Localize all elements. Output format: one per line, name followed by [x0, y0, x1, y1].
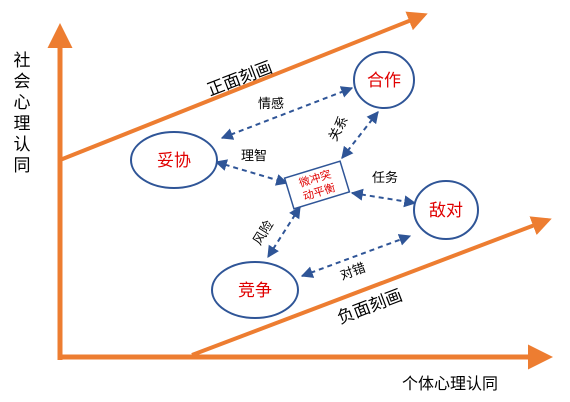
edge-label-qinggan: 情感 — [258, 96, 284, 112]
lower-band-arrow — [191, 216, 552, 357]
upper-band-label: 正面刻画 — [205, 58, 276, 101]
edge-duicuo — [300, 234, 412, 278]
edge-fengxian — [267, 205, 301, 259]
y-axis-label-char: 认 — [14, 135, 31, 155]
node-didui-label: 敌对 — [429, 201, 463, 221]
edge-label-lizhi: 理智 — [241, 149, 267, 164]
center-box: 微冲突 动平衡 — [283, 160, 351, 210]
node-tuoxie-label: 妥协 — [157, 151, 191, 171]
edge-label-duicuo: 对错 — [338, 261, 368, 284]
edge-label-renwu: 任务 — [372, 170, 398, 186]
y-axis-label-char: 社 — [14, 51, 31, 71]
y-axis-label-char: 会 — [14, 72, 31, 92]
edge-renwu — [350, 188, 417, 208]
y-axis-label-char: 同 — [14, 156, 31, 176]
edge-label-guanxi: 关系 — [326, 114, 351, 144]
edge-lizhi — [214, 159, 289, 186]
y-axis-label-char: 理 — [14, 114, 31, 134]
node-hezuo — [353, 51, 415, 109]
edge-guanxi — [341, 111, 379, 159]
x-axis-label: 个体心理认同 — [402, 374, 498, 393]
lower-band-label: 负面刻画 — [335, 286, 406, 329]
node-jingzheng-label: 竞争 — [238, 281, 272, 301]
node-hezuo-label: 合作 — [367, 71, 401, 91]
y-axis-label-char: 心 — [14, 93, 31, 113]
node-tuoxie — [130, 131, 218, 189]
node-jingzheng — [211, 261, 299, 319]
node-didui — [413, 180, 479, 240]
edge-label-fengxian: 风险 — [251, 218, 278, 248]
